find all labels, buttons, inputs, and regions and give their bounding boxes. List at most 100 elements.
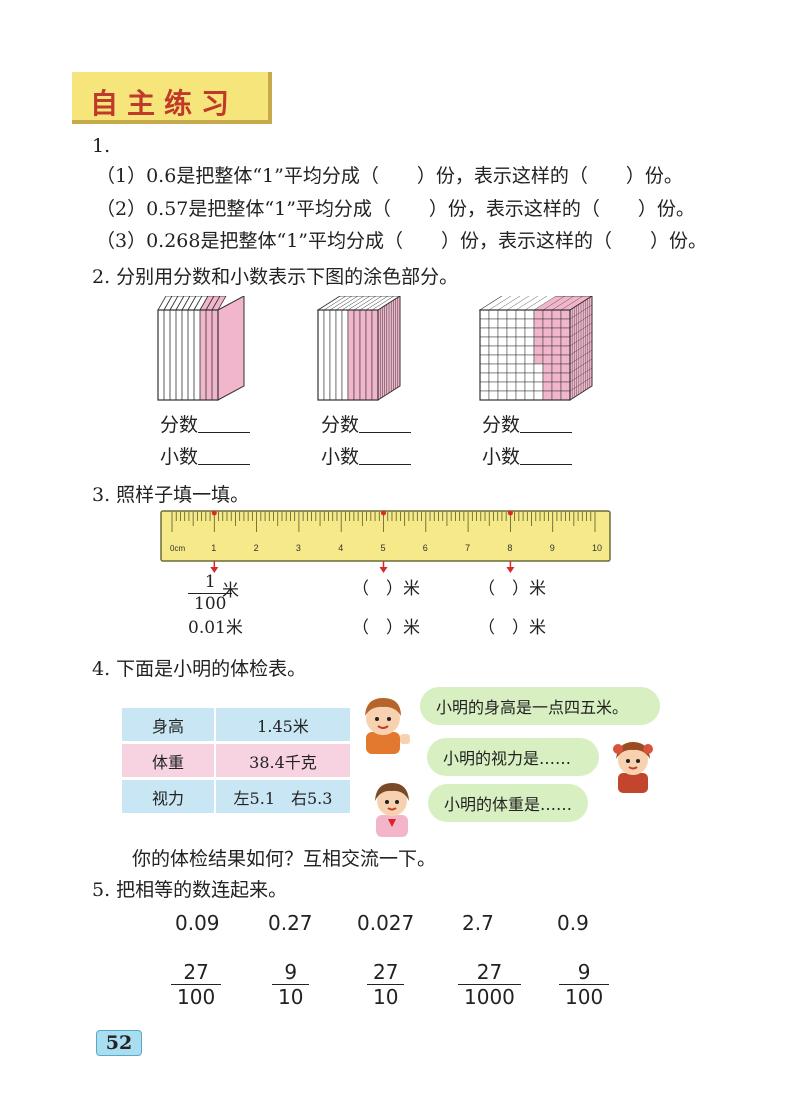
decimal-label: 小数 (321, 446, 360, 468)
example-fraction: 1 100 (188, 574, 233, 613)
unit-label: 米 (403, 579, 420, 599)
ruler-tick-label: 2 (254, 543, 259, 553)
ruler-tick-label: 5 (381, 543, 386, 553)
fraction-numerator: 27 (183, 960, 209, 984)
q1-item-index: （3） (96, 230, 147, 252)
blank-parens: （ ） (352, 579, 403, 599)
q1-item-value: 0.6 (146, 165, 177, 187)
fraction-numerator: 9 (284, 960, 298, 984)
cube1-decimal-row: 小数 (160, 446, 251, 468)
q3-prompt: 3. 照样子填一填。 (92, 484, 250, 506)
decimal-label: 小数 (482, 446, 521, 468)
decimal-item[interactable]: 0.9 (557, 911, 589, 935)
decimal-item[interactable]: 0.09 (175, 911, 220, 935)
speech-bubble-vision: 小明的视力是…… (427, 738, 599, 776)
ruler-tick-label: 7 (465, 543, 470, 553)
unit-label: 米 (529, 579, 546, 599)
health-table-grid: 身高 1.45米 体重 38.4千克 视力 左5.1 右5.3 (122, 705, 350, 816)
cube-hundredths (316, 296, 401, 401)
row-label: 视力 (151, 788, 184, 808)
blank-parens: （ ） (352, 618, 403, 638)
example-decimal: 0.01米 (188, 620, 243, 637)
q1-item-value: 0.268 (146, 230, 201, 252)
speech-bubble-weight: 小明的体重是…… (428, 784, 588, 822)
answer-blank-decimal-5[interactable]: （ ）米 (352, 620, 420, 637)
ruler-tick-label: 8 (507, 543, 512, 553)
fraction-denominator: 100 (559, 984, 610, 1007)
decimal-blank[interactable] (198, 446, 251, 465)
answer-blank-decimal-8[interactable]: （ ）米 (478, 620, 546, 637)
unit-label: 米 (403, 618, 420, 638)
q1-number: 1. (92, 135, 111, 157)
ruler-arrow-head (506, 567, 515, 573)
fraction-label: 分数 (321, 414, 360, 436)
fraction-numerator: 27 (476, 960, 503, 984)
ruler-arrow-head (210, 567, 219, 573)
discussion-text: 你的体检结果如何？互相交流一下。 (132, 848, 437, 870)
ruler-arrow-head (379, 567, 388, 573)
decimal-item[interactable]: 0.027 (357, 911, 415, 935)
ruler-tick-label: 6 (423, 543, 428, 553)
fraction-blank[interactable] (520, 414, 573, 433)
unit-label: 米 (222, 581, 239, 601)
q5-prompt: 5. 把相等的数连起来。 (92, 879, 288, 901)
fraction-denominator: 100 (171, 984, 222, 1007)
unit-label: 米 (529, 618, 546, 638)
fraction-blank[interactable] (359, 414, 412, 433)
q1-item-value: 0.57 (146, 198, 189, 220)
fraction-numerator: 9 (577, 960, 591, 984)
answer-blank-fraction-8[interactable]: （ ）米 (478, 581, 546, 598)
q1-item-index: （1） (96, 165, 147, 187)
cube-thousandths (478, 296, 593, 401)
decimal-item[interactable]: 2.7 (462, 911, 494, 935)
fraction-denominator: 100 (188, 593, 233, 613)
fraction-denominator: 1000 (458, 984, 521, 1007)
ruler-mark-dot (507, 510, 513, 516)
q1-item-text: 是把整体“1”平均分成（ ）份，表示这样的（ ）份。 (200, 230, 708, 252)
ruler-tick-label: 9 (550, 543, 555, 553)
row-label: 身高 (151, 716, 184, 736)
ruler-mark-dot (211, 510, 217, 516)
ruler-tick-label: 4 (338, 543, 343, 553)
decimal-blank[interactable] (520, 446, 573, 465)
q1-item-text: 是把整体“1”平均分成（ ）份，表示这样的（ ）份。 (176, 165, 683, 187)
ruler-ticks (171, 512, 596, 532)
cube-figures (157, 296, 593, 401)
ruler-mark-dot (381, 510, 386, 516)
decimal-item[interactable]: 0.27 (268, 911, 313, 935)
unit-label: 米 (225, 618, 243, 638)
cube1-fraction-row: 分数 (160, 414, 251, 435)
decimal-value: 0.01 (188, 618, 226, 638)
speech-bubble-height: 小明的身高是一点四五米。 (420, 687, 660, 725)
fraction-numerator: 27 (373, 960, 399, 984)
cube2-fraction-row: 分数 (321, 414, 412, 436)
cube3-fraction-row: 分数 (482, 414, 573, 436)
table-row: 体重 38.4千克 (122, 744, 350, 777)
row-value: 38.4千克 (214, 744, 350, 777)
row-label: 体重 (151, 752, 184, 772)
q1-item-1: （1）0.6是把整体“1”平均分成（ ）份，表示这样的（ ）份。 (96, 167, 683, 186)
q1-item-3: （3）0.268是把整体“1”平均分成（ ）份，表示这样的（ ）份。 (96, 232, 707, 251)
answer-blank-fraction-5[interactable]: （ ）米 (352, 581, 420, 598)
fraction-denominator: 10 (367, 984, 405, 1007)
fraction-label: 分数 (482, 414, 521, 436)
decimal-blank[interactable] (359, 446, 412, 465)
decimal-label: 小数 (160, 446, 199, 468)
q1-item-2: （2）0.57是把整体“1”平均分成（ ）份，表示这样的（ ）份。 (96, 200, 695, 219)
bubble-text: 小明的视力是…… (443, 749, 572, 768)
fraction-blank[interactable] (198, 414, 251, 433)
ruler-unit-label: 0cm (170, 544, 185, 553)
cube-tenths (157, 296, 245, 401)
blank-parens: （ ） (478, 618, 529, 638)
bubble-text: 小明的身高是一点四五米。 (436, 698, 629, 717)
row-value: 1.45米 (214, 708, 350, 741)
q4-prompt: 4. 下面是小明的体检表。 (92, 658, 307, 680)
health-table: 身高 1.45米 体重 38.4千克 视力 左5.1 右5.3 (122, 705, 350, 816)
